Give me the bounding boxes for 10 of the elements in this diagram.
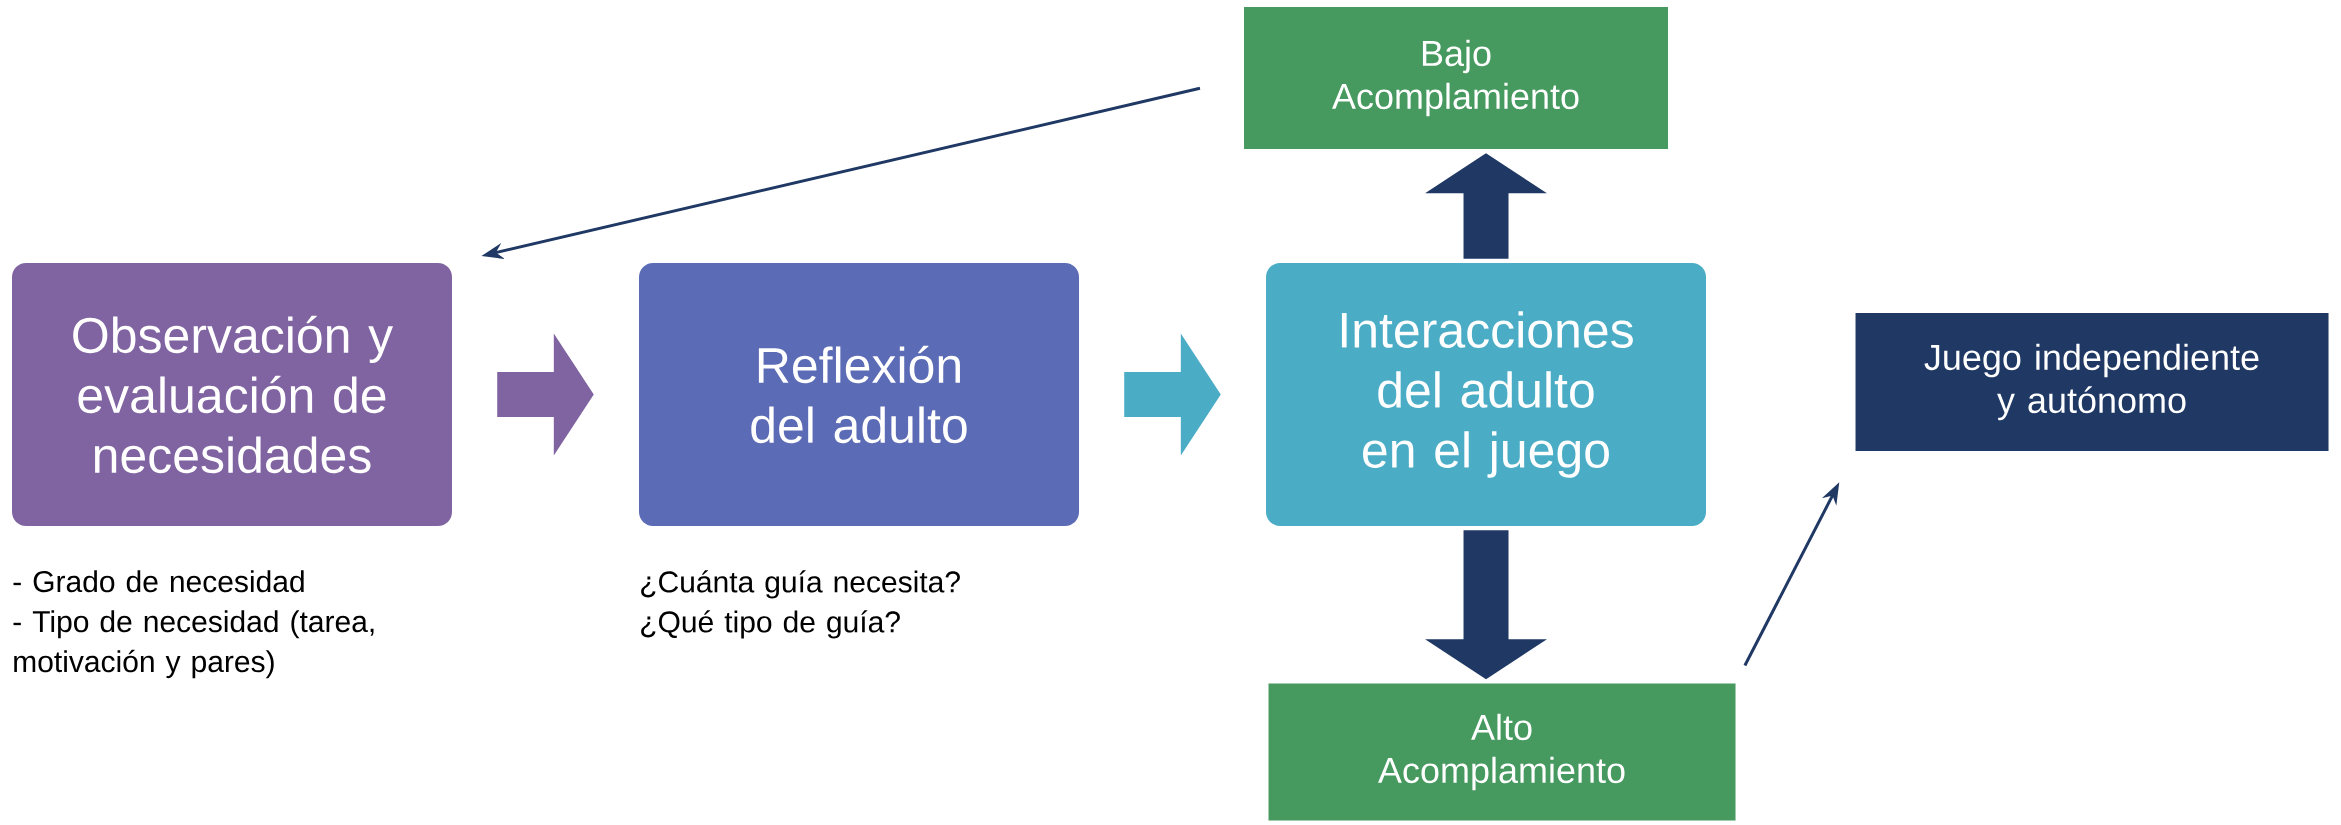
result-box: Bajo Acomplamiento: [1244, 7, 1668, 149]
note-text: ¿Qué tipo de guía?: [641, 610, 900, 639]
note-text: ¿Cuánta guía necesita?: [641, 570, 960, 599]
result-box: Alto Acomplamiento: [1268, 683, 1736, 821]
process-box: Reflexión del adulto: [639, 263, 1079, 526]
process-box: Interacciones del adulto en el juego: [1266, 263, 1706, 526]
outcome-box: Juego independiente y autónomo: [1855, 313, 2329, 451]
process-box: Observación y evaluación de necesidades: [12, 263, 452, 526]
note-text: - Grado de necesidad: [13, 570, 304, 593]
note-text: - Tipo de necesidad (tarea, motivación y pares): [13, 610, 374, 679]
